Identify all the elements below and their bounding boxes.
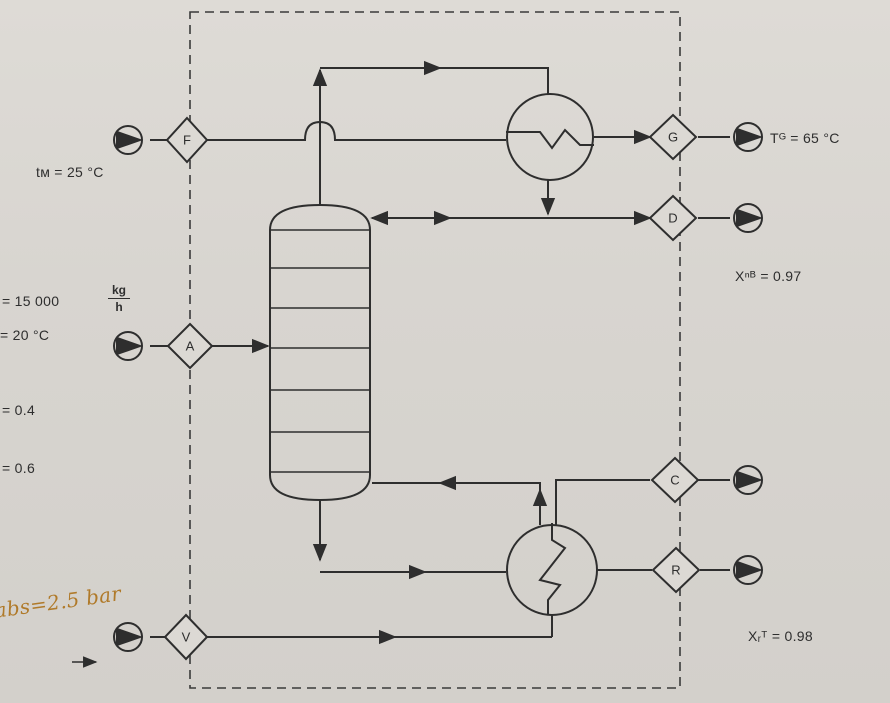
stream-lines — [150, 60, 730, 645]
label-fraction-2: = 0.6 — [2, 460, 36, 476]
pump-symbols — [113, 122, 764, 652]
svg-text:D: D — [668, 211, 677, 226]
svg-text:F: F — [183, 133, 191, 148]
outlet-pump-c — [733, 465, 764, 495]
outlet-pump-r — [733, 555, 764, 585]
condenser — [506, 93, 594, 181]
label-fraction-1: = 0.4 — [2, 402, 36, 418]
node-d: D — [648, 194, 698, 242]
system-boundary — [189, 11, 681, 689]
flow-unit-numerator: kg — [108, 283, 130, 299]
svg-text:R: R — [671, 563, 680, 578]
node-f: F — [165, 116, 209, 164]
label-feed-temp-f: tᴍ = 25 °C — [36, 164, 104, 180]
distillation-column — [269, 203, 371, 502]
label-x-distillate: Xⁿᴮ = 0.97 — [735, 268, 802, 284]
svg-text:A: A — [186, 339, 195, 354]
inlet-pump-f — [113, 125, 144, 155]
node-g: G — [648, 113, 698, 161]
node-a: A — [166, 322, 214, 370]
inlet-pump-v — [113, 622, 144, 652]
svg-text:G: G — [668, 130, 678, 145]
node-c: C — [650, 456, 700, 504]
label-x-residue: Xᵣᵀ = 0.98 — [748, 628, 813, 644]
label-feed-temp-a: = 20 °C — [0, 327, 50, 343]
label-flow-rate: = 15 000 — [2, 293, 60, 309]
label-temp-g: Tᴳ = 65 °C — [770, 130, 840, 146]
label-flow-unit: kg h — [108, 283, 130, 314]
outlet-pump-g — [733, 122, 764, 152]
node-r: R — [651, 546, 701, 594]
node-v: V — [163, 613, 209, 661]
reboiler — [506, 523, 598, 616]
svg-text:C: C — [670, 473, 679, 488]
inlet-pump-a — [113, 331, 144, 361]
flow-unit-denominator: h — [115, 300, 123, 314]
svg-text:V: V — [182, 630, 191, 645]
outlet-pump-d — [733, 203, 764, 233]
